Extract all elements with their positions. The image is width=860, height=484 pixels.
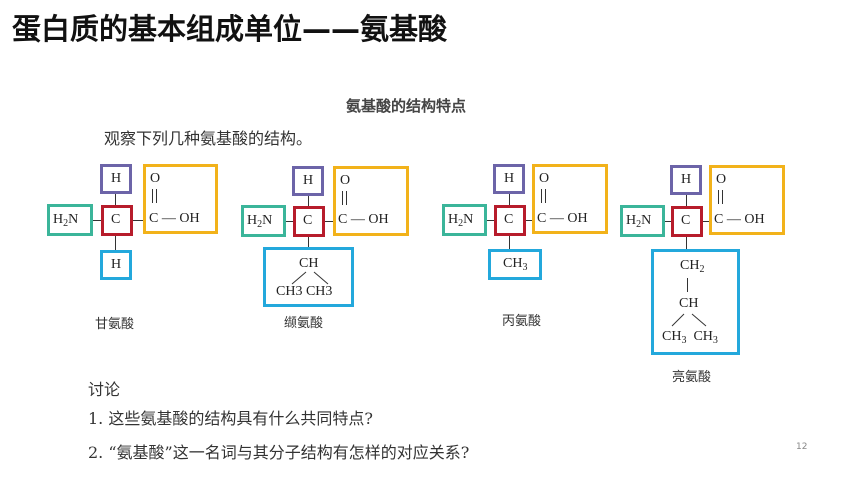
bond	[686, 237, 687, 249]
bond	[133, 220, 143, 221]
r-group-box	[651, 249, 740, 355]
hydrogen-atom: H	[681, 172, 692, 187]
amino-acid-name: 亮氨酸	[672, 370, 712, 385]
oxygen-atom: O	[539, 171, 550, 186]
amino-acid-name: 丙氨酸	[502, 314, 542, 329]
oxygen-atom: O	[340, 173, 351, 188]
double-bond	[156, 189, 157, 203]
amino-group-box	[47, 204, 93, 236]
figure-heading: 氨基酸的结构特点	[346, 97, 467, 115]
hydrogen-atom: H	[111, 171, 122, 186]
carboxyl-box	[532, 164, 608, 234]
carboxyl-group: C — OH	[149, 211, 200, 226]
amino-group: H2N	[626, 213, 652, 230]
page-number: 12	[796, 442, 808, 452]
r-group-text: CH	[679, 296, 699, 311]
r-group-box	[488, 249, 542, 280]
bond	[703, 221, 709, 222]
bond	[115, 236, 116, 250]
bond	[686, 195, 687, 206]
amino-group-box	[442, 204, 487, 236]
r-group-text: CH2	[680, 258, 705, 275]
double-bond	[545, 189, 546, 203]
discussion-question-2: 2. “氨基酸”这一名词与其分子结构有怎样的对应关系?	[88, 443, 470, 462]
branch-bonds	[671, 313, 707, 327]
r-group-text: CH	[299, 256, 319, 271]
bond	[509, 236, 510, 249]
double-bond	[342, 191, 343, 205]
bond	[286, 221, 293, 222]
hydrogen-atom: H	[504, 171, 515, 186]
hydrogen-box	[100, 164, 132, 194]
amino-acid-name: 甘氨酸	[95, 317, 135, 332]
carboxyl-group: C — OH	[338, 212, 389, 227]
double-bond	[718, 190, 719, 204]
bond	[487, 220, 494, 221]
alpha-carbon-box	[293, 206, 325, 237]
alpha-carbon: C	[111, 212, 121, 227]
bond	[509, 194, 510, 206]
carboxyl-box	[709, 165, 785, 235]
double-bond	[346, 191, 347, 205]
amino-group-box	[620, 205, 665, 237]
bond	[308, 237, 309, 248]
amino-group: H2N	[247, 213, 273, 230]
amino-acid-name: 缬氨酸	[284, 316, 324, 331]
carboxyl-box	[333, 166, 409, 236]
double-bond	[541, 189, 542, 203]
amino-group-box	[241, 205, 286, 237]
bond	[687, 278, 688, 292]
alpha-carbon-box	[671, 206, 703, 237]
r-group-text: CH3 CH3	[276, 284, 333, 299]
amino-group: H2N	[448, 212, 474, 229]
bond	[93, 220, 101, 221]
carboxyl-group: C — OH	[714, 212, 765, 227]
bond	[115, 194, 116, 206]
alpha-carbon: C	[681, 213, 691, 228]
bond	[665, 221, 671, 222]
r-group-text: CH3	[503, 256, 528, 273]
alpha-carbon: C	[504, 212, 514, 227]
r-group-text: H	[111, 257, 122, 272]
slide-title: 蛋白质的基本组成单位——氨基酸	[12, 12, 448, 46]
double-bond	[722, 190, 723, 204]
discussion-question-1: 1. 这些氨基酸的结构具有什么共同特点?	[88, 409, 373, 428]
carboxyl-box	[143, 164, 218, 234]
branch-bonds	[291, 271, 329, 285]
carboxyl-group: C — OH	[537, 211, 588, 226]
oxygen-atom: O	[716, 172, 727, 187]
bond	[325, 221, 333, 222]
discussion-title: 讨论	[88, 380, 121, 399]
double-bond	[152, 189, 153, 203]
alpha-carbon: C	[303, 213, 313, 228]
bond	[526, 220, 532, 221]
hydrogen-atom: H	[303, 173, 314, 188]
oxygen-atom: O	[150, 171, 161, 186]
r-group-text: CH3 CH3	[662, 329, 718, 346]
bond	[308, 196, 309, 206]
figure-instruction: 观察下列几种氨基酸的结构。	[104, 129, 313, 148]
alpha-carbon-box	[101, 205, 133, 236]
hydrogen-box	[292, 166, 324, 196]
r-group-box	[100, 250, 132, 280]
alpha-carbon-box	[494, 205, 526, 236]
hydrogen-box	[493, 164, 525, 194]
hydrogen-box	[670, 165, 702, 195]
r-group-box	[263, 247, 354, 307]
amino-group: H2N	[53, 212, 79, 229]
